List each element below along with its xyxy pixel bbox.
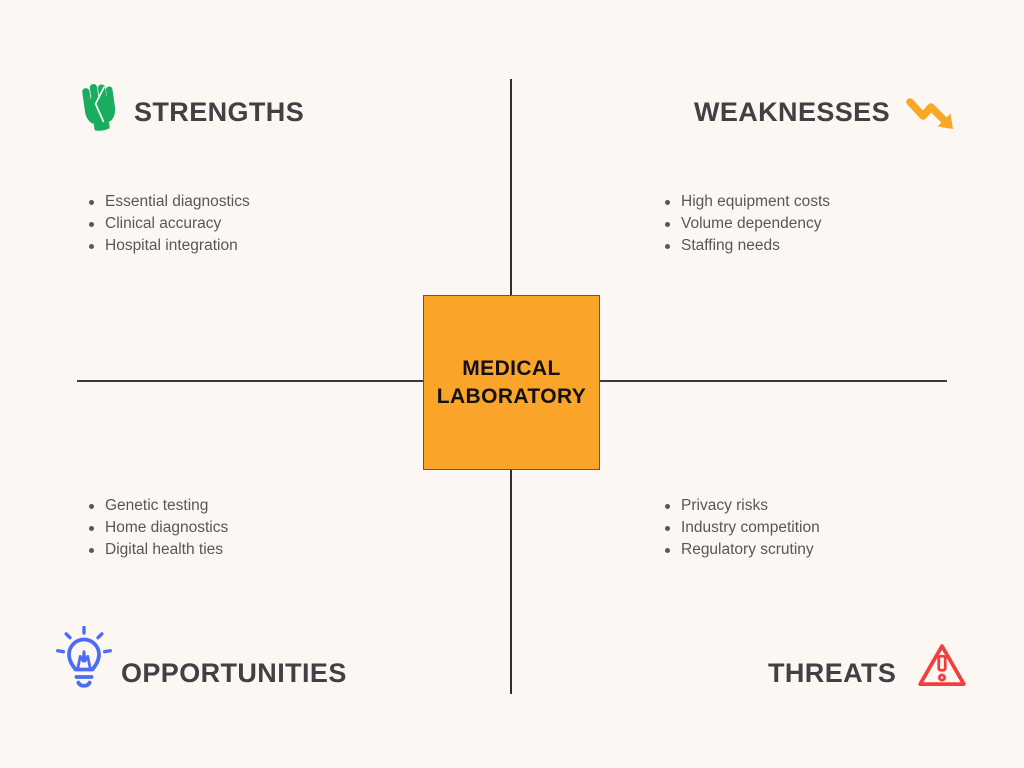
weaknesses-heading: WEAKNESSES (693, 97, 890, 127)
center-box: MEDICAL LABORATORY (423, 295, 600, 470)
weaknesses-list: High equipment costs Volume dependency S… (664, 191, 830, 257)
list-item: Regulatory scrutiny (664, 539, 820, 561)
list-item: Home diagnostics (88, 517, 228, 539)
list-item: Clinical accuracy (88, 213, 250, 235)
threats-heading: THREATS (768, 658, 897, 688)
list-item: Hospital integration (88, 235, 250, 257)
list-item: Industry competition (664, 517, 820, 539)
threats-list: Privacy risks Industry competition Regul… (664, 495, 820, 561)
opportunities-heading: OPPORTUNITIES (121, 658, 347, 688)
center-title-line2: LABORATORY (436, 384, 587, 408)
raised-fist-icon (76, 79, 122, 134)
warning-triangle-icon (916, 641, 968, 691)
list-item: Essential diagnostics (88, 191, 250, 213)
center-title-line1: MEDICAL (462, 356, 561, 380)
list-item: Digital health ties (88, 539, 228, 561)
list-item: High equipment costs (664, 191, 830, 213)
list-item: Genetic testing (88, 495, 228, 517)
strengths-list: Essential diagnostics Clinical accuracy … (88, 191, 250, 257)
trend-down-arrow-icon (906, 97, 960, 135)
list-item: Staffing needs (664, 235, 830, 257)
list-item: Privacy risks (664, 495, 820, 517)
strengths-heading: STRENGTHS (134, 97, 305, 127)
list-item: Volume dependency (664, 213, 830, 235)
lightbulb-icon (54, 626, 114, 698)
opportunities-list: Genetic testing Home diagnostics Digital… (88, 495, 228, 561)
